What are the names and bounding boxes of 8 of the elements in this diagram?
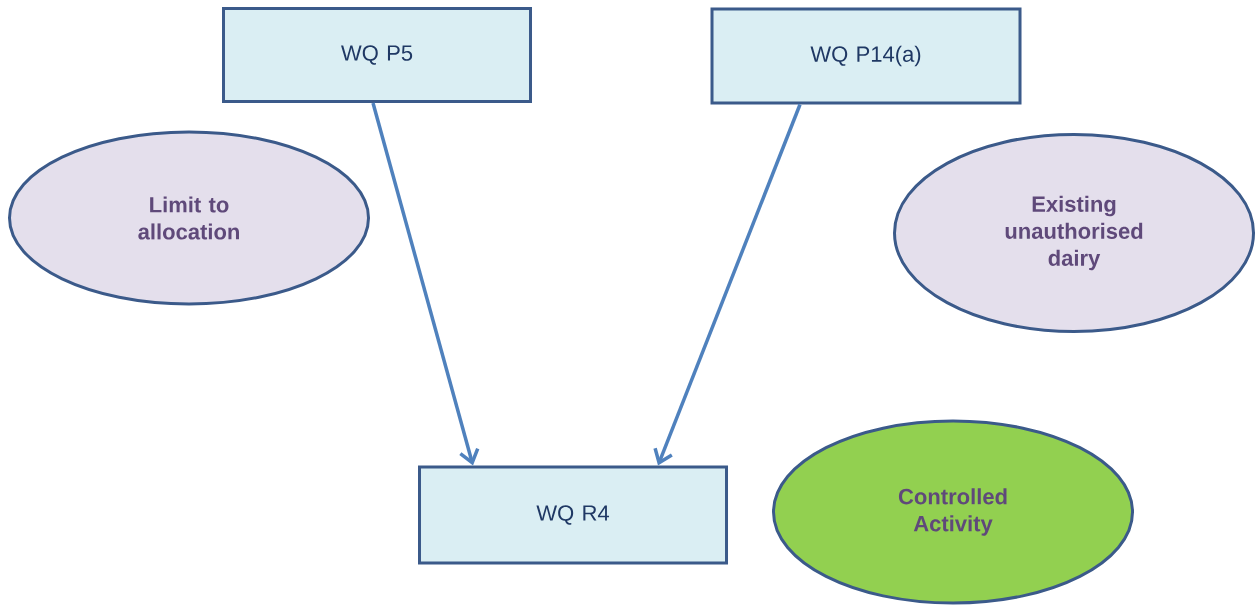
ellipse-node: Controlled Activity [772, 419, 1134, 605]
process-box: WQ P14(a) [710, 7, 1022, 105]
ellipse-node: Existing unauthorised dairy [893, 133, 1255, 333]
process-box: WQ R4 [418, 465, 728, 565]
ellipse-node: Limit to allocation [8, 130, 370, 306]
process-box: WQ P5 [222, 7, 532, 103]
arrow [653, 103, 802, 466]
arrow [371, 102, 480, 466]
